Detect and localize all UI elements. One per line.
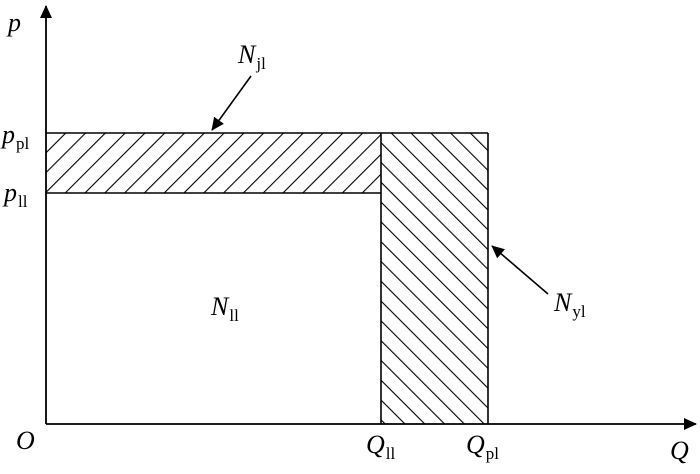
region-outlines bbox=[46, 132, 489, 424]
p-pl-label: ppl bbox=[2, 120, 30, 153]
ny1-hatched-area bbox=[381, 133, 488, 424]
nj1-pointer-arrow bbox=[211, 75, 252, 131]
nj1-label: Njl bbox=[238, 40, 266, 73]
y-axis-label: p bbox=[8, 8, 21, 37]
x-axis-label: Q bbox=[670, 436, 689, 465]
origin-label: O bbox=[16, 426, 35, 455]
nl1-label: Nll bbox=[211, 292, 239, 325]
ny1-label: Nyl bbox=[554, 288, 586, 321]
q-pl-label: Qpl bbox=[466, 430, 500, 463]
p-ll-label: pll bbox=[4, 178, 28, 211]
ny1-pointer-arrow bbox=[491, 245, 549, 295]
q-ll-label: Qll bbox=[366, 430, 396, 463]
nj1-hatched-area bbox=[46, 133, 381, 193]
